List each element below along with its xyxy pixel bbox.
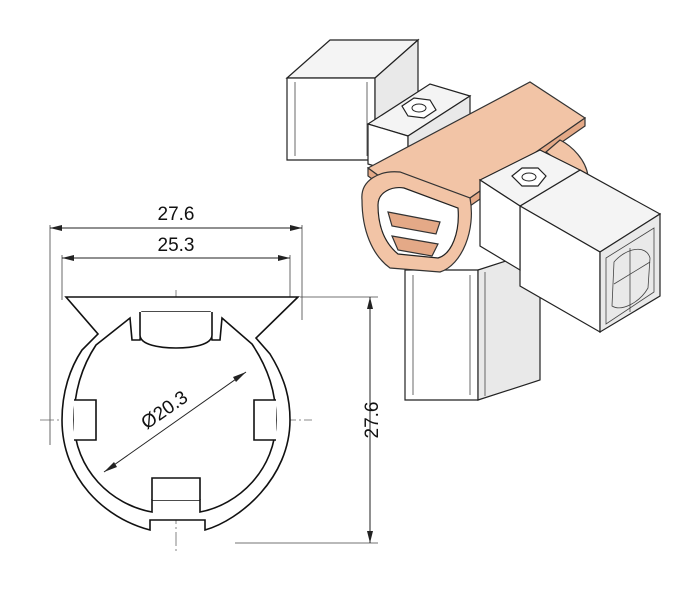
assembly-illustration <box>285 38 662 401</box>
dimension-outer-width-label: 27.6 <box>158 204 195 225</box>
clamp-ring-front <box>361 171 472 273</box>
tube-right <box>518 169 662 334</box>
dimension-height-label: 27.6 <box>362 402 383 439</box>
hex-nut-right <box>511 167 547 187</box>
profile-top-slot <box>139 312 213 349</box>
hex-nut-upper <box>401 97 437 119</box>
dimension-height: 27.6 <box>362 297 383 543</box>
profile-inner-lobe-right <box>253 399 276 441</box>
profile-cross-section: 27.6 25.3 27.6 <box>40 204 383 552</box>
dimension-inner-width-label: 25.3 <box>158 235 195 256</box>
profile-inner-lobe-left <box>74 399 97 441</box>
dimension-outer-width: 27.6 <box>50 204 302 231</box>
tube-back-upper <box>285 38 420 162</box>
dimension-inner-width: 25.3 <box>62 235 290 261</box>
profile-inner-lobe-bottom <box>151 477 201 500</box>
